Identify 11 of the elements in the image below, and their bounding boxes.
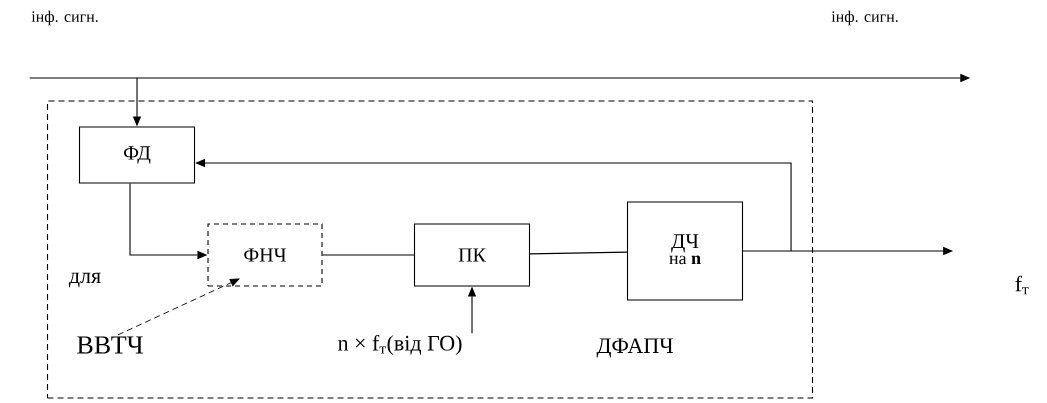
- text-label: для: [68, 272, 101, 288]
- dashed-block-box: ФНЧ: [207, 223, 323, 287]
- arrow: [117, 278, 240, 336]
- text-label: ВВТЧ: [77, 336, 143, 354]
- text-label: n × f$_{т}$(від ГО): [338, 334, 462, 356]
- text-label: інф. сигн.: [831, 10, 898, 26]
- block-box: ДЧ на n: [626, 201, 744, 301]
- block-box: ФД: [78, 126, 196, 184]
- text-label: інф. сигн.: [31, 10, 98, 26]
- block-box: ПК: [413, 223, 531, 287]
- text-label: f$_{т}$: [1015, 275, 1029, 295]
